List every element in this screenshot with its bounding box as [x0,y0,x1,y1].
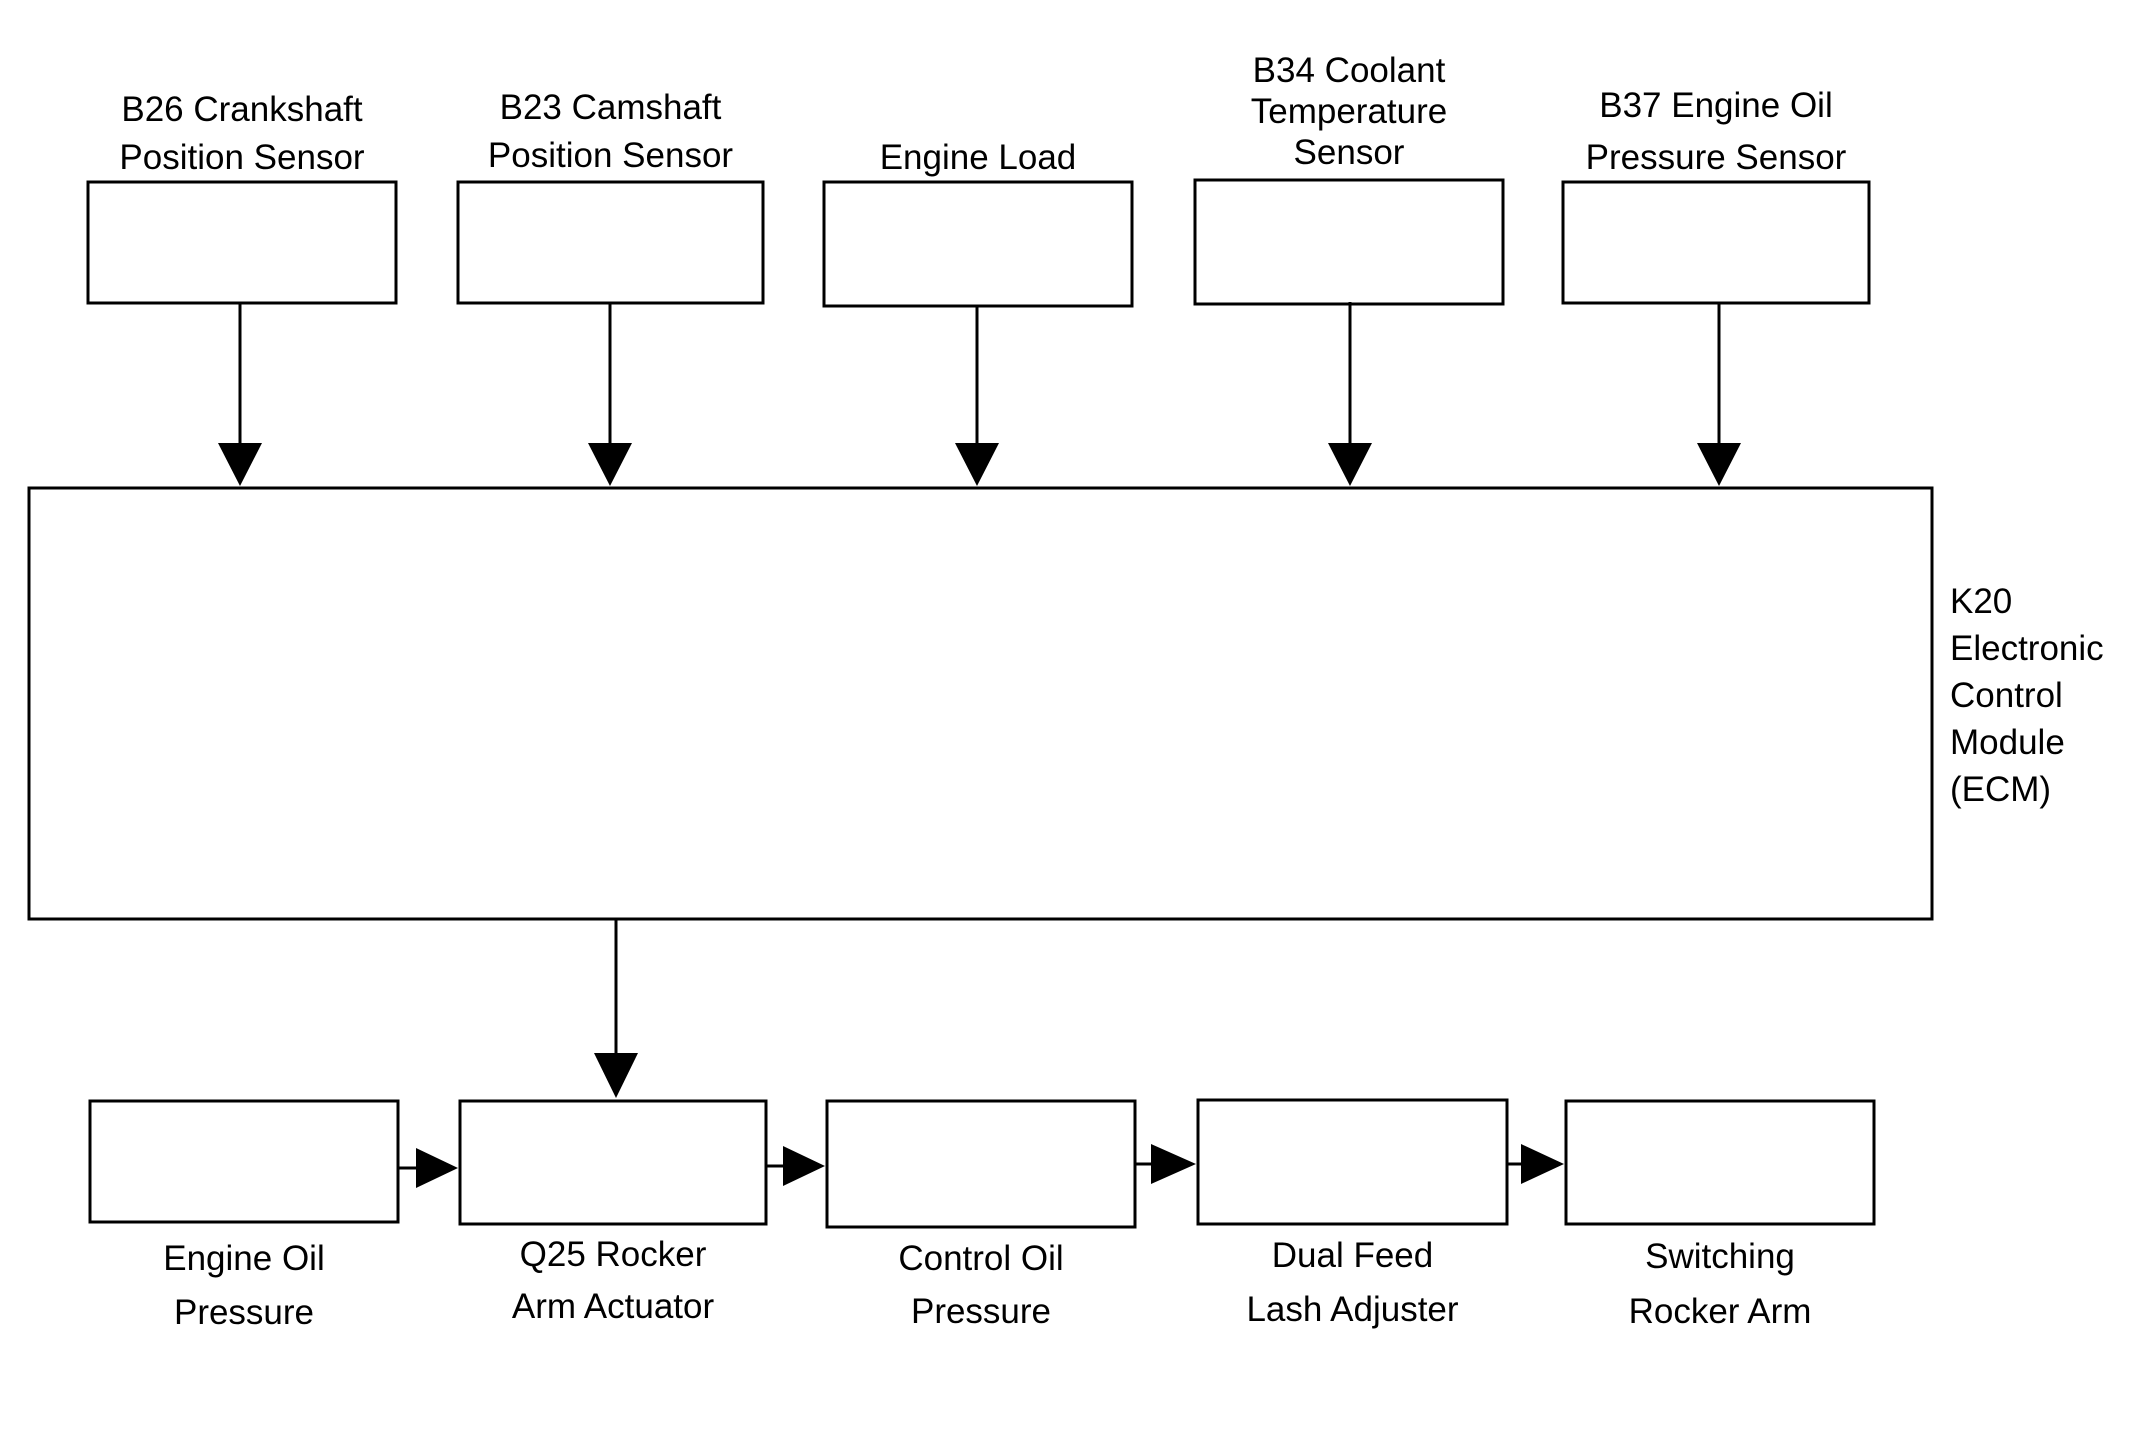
arrowhead-b37 [1697,443,1741,486]
label-switching-rocker-line2: Rocker Arm [1628,1292,1812,1331]
label-dual-feed-lash-line1: Dual Feed [1271,1236,1434,1275]
box-ecm [27,486,1934,921]
arrowhead-b26 [218,443,262,486]
box-engine-load [822,180,1134,308]
label-dual-feed-lash-line2: Lash Adjuster [1246,1290,1459,1329]
label-control-oil-pressure-line1: Control Oil [898,1239,1064,1278]
label-b37: B37 Engine Oil Pressure Sensor [1563,80,1869,184]
arrowhead-lash-arm [1521,1144,1564,1184]
box-b34 [1193,178,1505,306]
box-b26 [86,180,398,305]
label-b26-line2: Position Sensor [119,138,365,177]
box-control-oil-pressure [825,1099,1137,1229]
label-q25: Q25 Rocker Arm Actuator [460,1229,766,1333]
label-b34-line1: B34 Coolant [1252,51,1446,90]
label-engine-load-line1: Engine Load [879,138,1077,177]
label-ecm-line5: (ECM) [1950,770,2052,809]
label-b26-line1: B26 Crankshaft [121,90,363,129]
label-ecm-line2: Electronic [1950,629,2104,668]
label-ecm-line4: Module [1950,723,2065,762]
label-engine-oil-pressure-line2: Pressure [173,1293,315,1332]
box-b23 [456,180,765,305]
label-control-oil-pressure-line2: Pressure [910,1292,1052,1331]
label-b34-line2: Temperature [1250,92,1448,131]
box-dual-feed-lash [1196,1098,1509,1226]
arrowhead-ecm-q25 [594,1053,638,1098]
arrowhead-load [955,443,999,486]
box-b37 [1561,180,1871,305]
label-switching-rocker: Switching Rocker Arm [1566,1229,1874,1339]
label-switching-rocker-line1: Switching [1645,1237,1795,1276]
label-ecm: K20 Electronic Control Module (ECM) [1950,578,2104,813]
label-b37-line1: B37 Engine Oil [1599,86,1833,125]
label-b34: B34 Coolant Temperature Sensor [1195,50,1503,173]
arrowhead-ctrl-lash [1151,1144,1196,1184]
label-q25-line2: Arm Actuator [511,1287,715,1326]
arrowhead-oil-q25 [416,1148,458,1188]
box-engine-oil-pressure [88,1099,400,1224]
label-q25-line1: Q25 Rocker [519,1235,707,1274]
label-engine-oil-pressure: Engine Oil Pressure [90,1232,398,1340]
label-b34-line3: Sensor [1293,133,1405,172]
label-b23: B23 Camshaft Position Sensor [458,84,763,180]
label-ecm-line3: Control [1950,676,2063,715]
label-dual-feed-lash: Dual Feed Lash Adjuster [1198,1229,1507,1337]
label-b37-line2: Pressure Sensor [1585,138,1847,177]
label-b26: B26 Crankshaft Position Sensor [88,86,396,182]
label-engine-load: Engine Load [824,134,1132,182]
label-b23-line1: B23 Camshaft [499,88,722,127]
label-b23-line2: Position Sensor [487,136,734,175]
label-control-oil-pressure: Control Oil Pressure [827,1232,1135,1338]
box-q25 [458,1099,768,1226]
arrowhead-b23 [588,443,632,486]
arrowhead-q25-ctrl [783,1146,825,1186]
label-ecm-line1: K20 [1950,582,2013,621]
arrowhead-b34 [1328,443,1372,486]
label-engine-oil-pressure-line1: Engine Oil [163,1239,325,1278]
box-switching-rocker [1564,1099,1876,1226]
